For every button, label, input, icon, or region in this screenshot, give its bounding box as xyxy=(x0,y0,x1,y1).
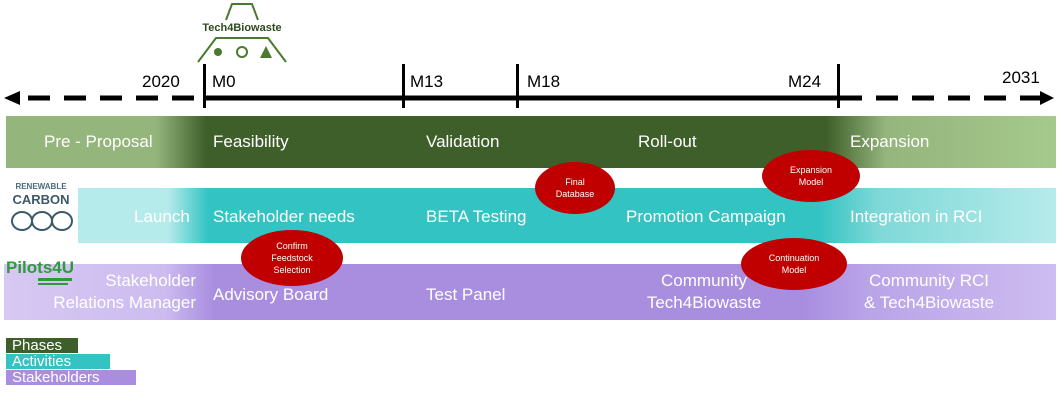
milestone-label: M0 xyxy=(212,72,236,91)
stakeholder-label: Community RCI & Tech4Biowaste xyxy=(863,271,995,312)
stakeholder-label: Stakeholder Relations Manager xyxy=(53,271,196,312)
stakeholder-label: Advisory Board xyxy=(213,285,329,304)
year-end-label: 2031 xyxy=(1002,68,1040,87)
arrow-left-icon xyxy=(4,91,20,105)
milestone-bubble: Final Database xyxy=(535,162,615,214)
year-start-label: 2020 xyxy=(142,72,180,91)
tech4biowaste-logo-text: Tech4Biowaste xyxy=(202,22,282,34)
renewable-carbon-logo-text: CARBON xyxy=(12,192,70,207)
legend-phases: Phases xyxy=(6,338,78,353)
legend-activities: Activities xyxy=(6,354,110,369)
arrow-right-icon xyxy=(1040,91,1054,105)
pilots4u-logo: Pilots4U xyxy=(6,258,76,290)
phase-label: Roll-out xyxy=(638,132,697,151)
renewable-carbon-logo-text: RENEWABLE xyxy=(15,182,67,191)
milestone-label: M13 xyxy=(410,72,444,91)
pilots4u-logo-text: Pilots4U xyxy=(6,258,75,277)
legend-stakeholders: Stakeholders xyxy=(6,370,136,385)
renewable-carbon-logo: RENEWABLE CARBON xyxy=(6,180,76,240)
milestone-label: M18 xyxy=(527,72,561,91)
milestone-bubble: Expansion Model xyxy=(762,150,860,202)
phase-label: Expansion xyxy=(850,132,930,151)
milestone-bubble: Confirm Feedstock Selection xyxy=(241,230,343,286)
stakeholders-band xyxy=(4,264,1056,320)
activity-label: Promotion Campaign xyxy=(626,207,786,226)
activity-label: Launch xyxy=(134,207,190,226)
milestone-bubble: Continuation Model xyxy=(741,238,847,290)
stakeholder-label: Test Panel xyxy=(426,285,506,304)
phase-label: Pre - Proposal xyxy=(44,132,153,151)
timeline-axis xyxy=(4,91,1054,105)
tech4biowaste-logo: Tech4Biowaste xyxy=(196,2,288,64)
activity-label: Stakeholder needs xyxy=(213,207,355,226)
tick-m0 xyxy=(203,64,206,108)
tick-m24 xyxy=(837,64,840,108)
phases-band xyxy=(6,116,1056,168)
activity-label: Integration in RCI xyxy=(850,207,983,226)
activity-label: BETA Testing xyxy=(426,207,527,226)
tick-m13 xyxy=(402,64,405,108)
recycle-icon xyxy=(11,211,73,231)
phase-label: Feasibility xyxy=(213,132,289,151)
tick-m18 xyxy=(516,64,519,108)
stakeholder-label: Community Tech4Biowaste xyxy=(646,271,762,312)
milestone-label: M24 xyxy=(788,72,822,91)
phase-label: Validation xyxy=(426,132,500,151)
